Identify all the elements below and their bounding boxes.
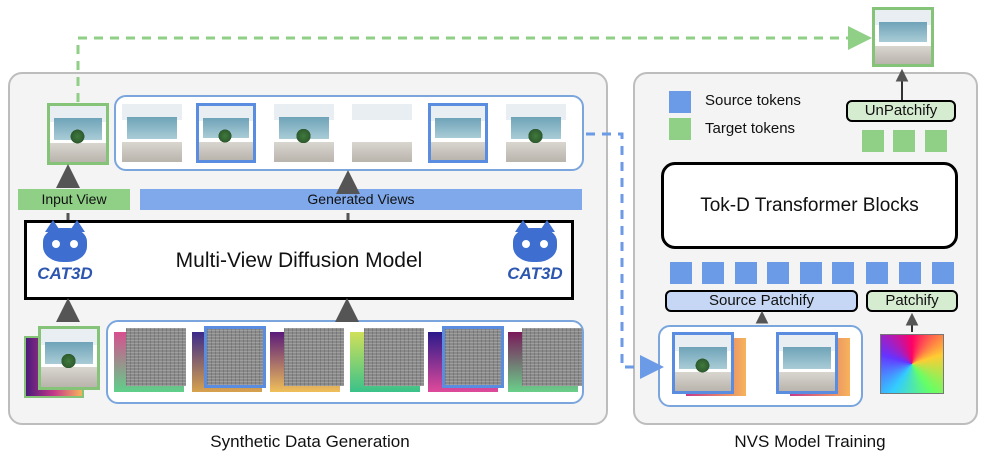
multi-view-diffusion-model: Multi-View Diffusion Model: [24, 220, 574, 300]
noise-image-3: [284, 328, 344, 386]
token-9: [932, 262, 954, 284]
input-view-image: [47, 103, 109, 165]
noise-image-6: [522, 328, 582, 386]
generated-to-source-dashed-arrow: [586, 132, 664, 379]
generated-views-label: Generated Views: [140, 189, 582, 210]
right-panel-caption: NVS Model Training: [734, 432, 886, 451]
patchify-block: Patchify: [866, 290, 958, 312]
token-1: [670, 262, 692, 284]
noise-image-1: [126, 328, 186, 386]
target-token-out-3: [925, 130, 947, 152]
model-label: Multi-View Diffusion Model: [175, 249, 423, 272]
source-view-1: [672, 332, 734, 394]
left-panel-caption: Synthetic Data Generation: [210, 432, 410, 451]
transformer-blocks: Tok-D Transformer Blocks: [661, 162, 958, 249]
token-5: [800, 262, 822, 284]
unpatchify-block: UnPatchify: [846, 100, 956, 122]
token-3: [735, 262, 757, 284]
noise-image-5: [442, 326, 504, 388]
source-tokens-legend: Source tokens: [705, 92, 801, 109]
target-tokens-legend: Target tokens: [705, 120, 796, 137]
target-raymap: [880, 334, 944, 394]
cat-face-icon: [43, 220, 87, 262]
input-view-label: Input View: [18, 189, 130, 210]
generated-view-2: [196, 103, 256, 163]
token-8: [899, 262, 921, 284]
source-token-swatch: [669, 91, 691, 113]
noise-image-2: [204, 326, 266, 388]
input-to-target-dashed-arrow: [76, 26, 872, 102]
generated-view-5: [428, 103, 488, 163]
generated-view-6: [506, 104, 566, 162]
target-token-out-2: [893, 130, 915, 152]
cat3d-logo-right: CAT3D: [500, 220, 570, 296]
target-token-swatch: [669, 118, 691, 140]
source-view-2: [776, 332, 838, 394]
noise-image-4: [364, 328, 424, 386]
target-token-out-1: [862, 130, 884, 152]
generated-view-4: [352, 104, 412, 162]
token-4: [767, 262, 789, 284]
token-2: [702, 262, 724, 284]
logo-text: CAT3D: [507, 264, 563, 283]
cat-face-icon: [513, 220, 557, 262]
generated-views-strip: [114, 95, 584, 171]
target-view-image: [872, 7, 934, 67]
cat3d-logo-left: CAT3D: [30, 220, 100, 296]
logo-text: CAT3D: [37, 264, 93, 283]
token-6: [832, 262, 854, 284]
input-view-bottom: [38, 326, 100, 390]
generated-view-1: [122, 104, 182, 162]
token-7: [866, 262, 888, 284]
generated-view-3: [274, 104, 334, 162]
